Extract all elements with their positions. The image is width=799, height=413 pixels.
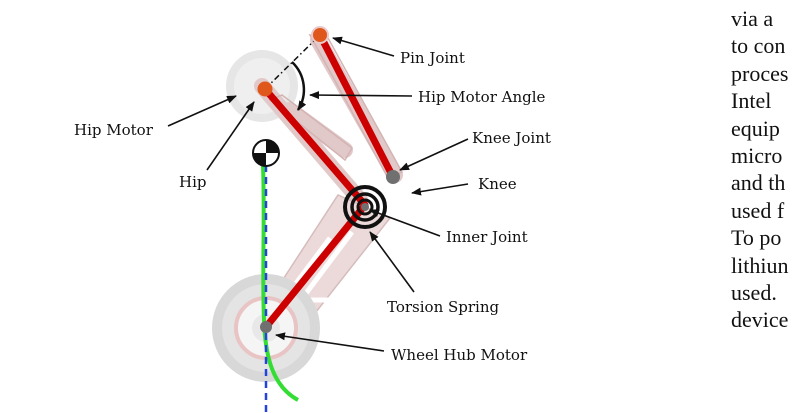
torsion-spring [343,185,387,229]
center-of-mass-icon [252,139,280,167]
leg-mechanism-diagram: Pin Joint Hip Motor Angle Hip Motor Knee… [74,26,551,413]
text-line: used. [731,279,777,305]
label-hip-motor: Hip Motor [74,121,154,139]
knee-joint-dot [386,170,400,184]
text-line: equip [731,115,780,141]
text-line: to con [731,33,786,59]
hip-joint-dot [257,81,273,97]
hip-reference-line [264,34,321,90]
hip-motor-angle-arc [291,61,307,111]
wheel-trajectory-curve [261,164,300,402]
pin-joint-dot [313,28,327,42]
text-line: used f [731,197,785,223]
label-pin-joint: Pin Joint [400,49,465,67]
text-line: Intel [731,88,772,114]
text-line: To po [731,225,782,251]
label-knee: Knee [478,175,517,193]
label-inner-joint: Inner Joint [446,228,528,246]
paper-body-text-column: via a to con proces Intel equip micro an… [731,5,799,334]
inner-joint-dot [361,203,369,211]
text-line: proces [731,60,789,86]
label-hip-motor-angle: Hip Motor Angle [418,88,546,106]
label-knee-joint: Knee Joint [472,129,551,147]
text-line: micro [731,142,783,168]
text-line: lithiun [731,252,789,278]
text-line: and th [731,170,786,196]
label-wheel-hub-motor: Wheel Hub Motor [391,346,528,364]
annotation-arrows [167,36,469,352]
label-torsion-spring: Torsion Spring [387,298,500,316]
red-links [261,31,397,331]
wheel-hub-dot [260,321,272,333]
text-line: via a [731,6,774,31]
label-hip: Hip [179,173,206,191]
text-line: device [731,307,789,333]
